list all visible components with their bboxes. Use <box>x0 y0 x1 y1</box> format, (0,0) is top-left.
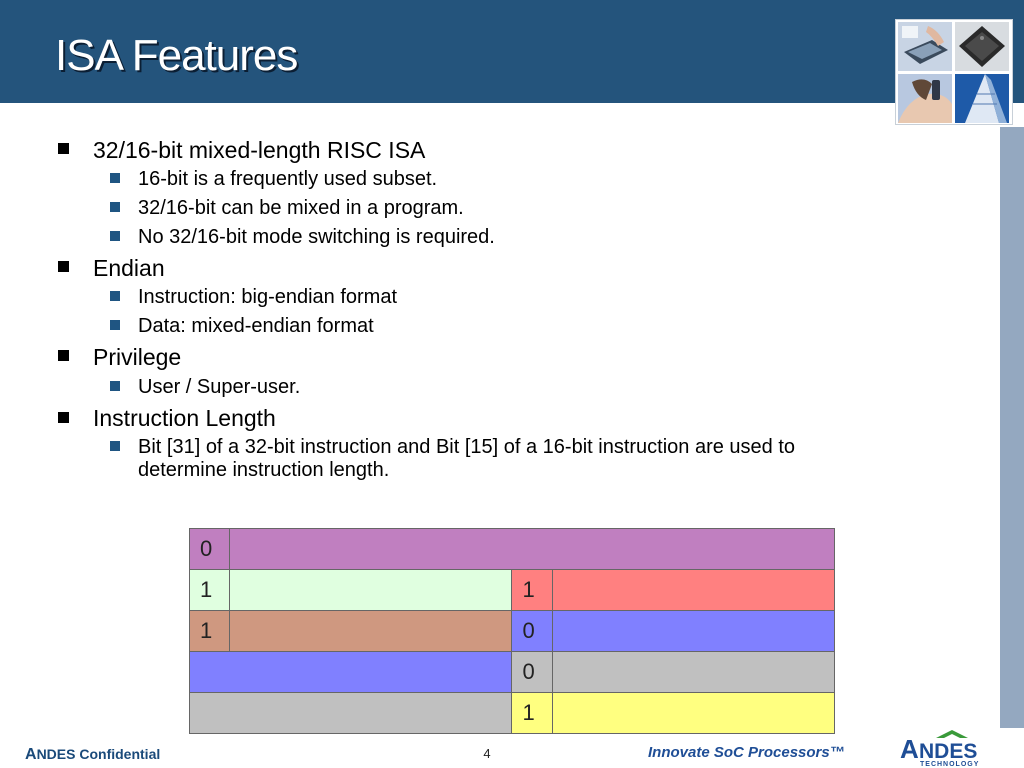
logo-text: NDES <box>919 740 977 763</box>
bit-field-cell <box>229 610 513 652</box>
bullet-item: Privilege <box>93 344 182 370</box>
square-bullet-icon <box>58 143 69 154</box>
sub-bullet-item-continued: determine instruction length. <box>138 459 390 481</box>
logo-subtext: TECHNOLOGY <box>920 761 979 768</box>
sub-bullet-item: User / Super-user. <box>138 376 301 398</box>
sub-bullet-item: Instruction: big-endian format <box>138 286 398 308</box>
bullet-item: Endian <box>93 255 165 281</box>
brand-rest: NDES <box>36 746 76 762</box>
bit-cell: 0 <box>188 528 231 570</box>
square-bullet-icon <box>58 261 69 272</box>
confidential-label: Confidential <box>79 746 161 762</box>
table-row: 1 1 <box>188 569 836 611</box>
table-row: 0 <box>188 528 835 570</box>
table-row: 1 <box>188 692 836 734</box>
bullet-item: Instruction Length <box>93 405 276 431</box>
sub-bullet-item: Bit [31] of a 32-bit instruction and Bit… <box>138 436 796 458</box>
bit-cell: 1 <box>511 569 553 611</box>
bit-cell: 1 <box>188 569 231 611</box>
bit-field-cell <box>551 569 836 611</box>
square-bullet-icon <box>58 350 69 361</box>
logo-roof-icon <box>936 730 968 738</box>
chip-photo-icon <box>955 22 1009 71</box>
bullet-item: 32/16-bit mixed-length RISC ISA <box>93 137 426 163</box>
sub-bullet-item: 16-bit is a frequently used subset. <box>138 168 438 190</box>
square-bullet-icon <box>110 320 120 330</box>
sub-bullet-item: 32/16-bit can be mixed in a program. <box>138 197 464 219</box>
square-bullet-icon <box>110 441 120 451</box>
laptop-photo-icon <box>898 22 952 71</box>
bit-field-cell <box>551 651 836 693</box>
bit-field-cell <box>229 569 513 611</box>
square-bullet-icon <box>110 231 120 241</box>
phone-photo-icon <box>898 74 952 123</box>
bit-field-cell <box>188 651 513 693</box>
square-bullet-icon <box>110 291 120 301</box>
right-accent-bar <box>1000 127 1024 728</box>
bit-cell: 0 <box>511 651 553 693</box>
bit-field-cell <box>551 692 836 734</box>
brand-cap: A <box>25 746 37 763</box>
footer-confidential: ANDES Confidential <box>25 746 160 764</box>
andes-logo-icon: A NDES TECHNOLOGY <box>900 730 979 768</box>
bit-cell: 0 <box>511 610 553 652</box>
page-number: 4 <box>483 746 491 761</box>
table-row: 1 0 <box>188 610 836 652</box>
bit-cell: 1 <box>188 610 231 652</box>
square-bullet-icon <box>110 173 120 183</box>
sub-bullet-item: Data: mixed-endian format <box>138 315 374 337</box>
table-row: 0 <box>188 651 836 693</box>
title-bar <box>0 0 1024 103</box>
bit-field-cell <box>229 528 835 570</box>
square-bullet-icon <box>110 202 120 212</box>
header-photo-collage <box>896 20 1012 124</box>
square-bullet-icon <box>110 381 120 391</box>
slide-title: ISA Features <box>55 31 298 80</box>
logo-cap: A <box>900 734 919 764</box>
sub-bullet-item: No 32/16-bit mode switching is required. <box>138 226 495 248</box>
bit-field-cell <box>188 692 513 734</box>
bit-cell: 1 <box>511 692 553 734</box>
building-photo-icon <box>955 74 1009 123</box>
square-bullet-icon <box>58 412 69 423</box>
bit-field-cell <box>551 610 836 652</box>
footer-tagline: Innovate SoC Processors™ <box>648 744 845 761</box>
instruction-length-bit-table: 0 1 1 1 0 0 1 <box>188 528 836 734</box>
